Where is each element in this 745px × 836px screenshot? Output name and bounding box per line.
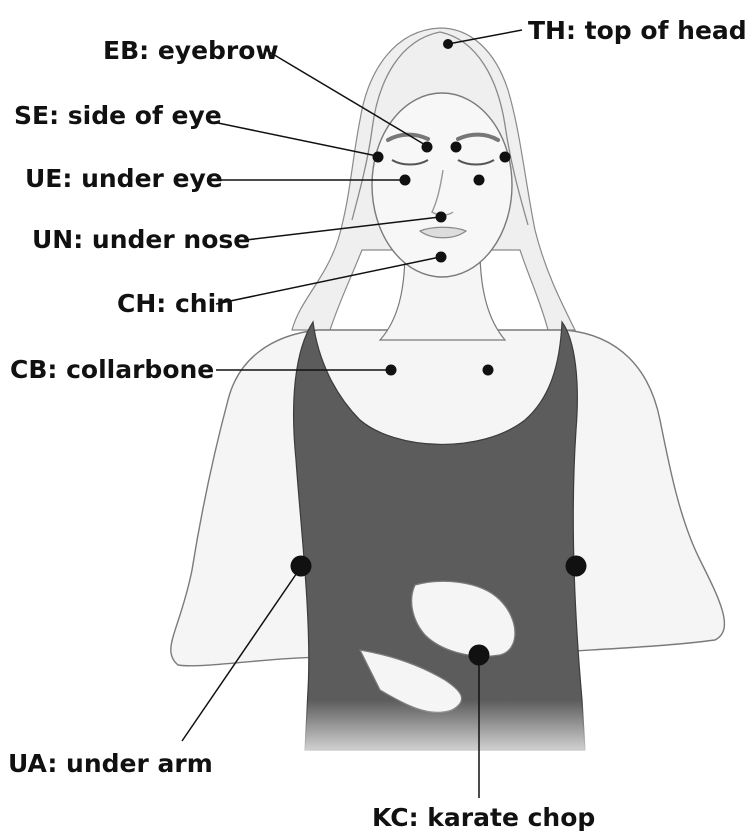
dot-ue-left (400, 175, 411, 186)
label-under-eye: UE: under eye (25, 164, 223, 194)
dot-eb-right (451, 142, 462, 153)
label-chin: CH: chin (117, 289, 234, 319)
face-shape (372, 93, 512, 277)
label-under-nose: UN: under nose (32, 225, 250, 255)
label-eyebrow: EB: eyebrow (103, 36, 279, 66)
leader-line-se (218, 123, 377, 156)
dot-un (436, 212, 447, 223)
dot-kc (469, 645, 490, 666)
label-collarbone: CB: collarbone (10, 355, 214, 385)
label-under-arm: UA: under arm (8, 749, 213, 779)
label-karate-chop: KC: karate chop (372, 803, 595, 833)
dot-ua-right (566, 556, 587, 577)
dot-se-left (373, 152, 384, 163)
dot-cb-right (483, 365, 494, 376)
bottom-fade (150, 700, 745, 770)
dot-eb-left (422, 142, 433, 153)
dot-cb-left (386, 365, 397, 376)
dot-ua-left (291, 556, 312, 577)
dot-th (443, 39, 453, 49)
dot-se-right (500, 152, 511, 163)
dot-ue-right (474, 175, 485, 186)
dot-ch (436, 252, 447, 263)
label-top-of-head: TH: top of head (528, 16, 745, 46)
label-side-of-eye: SE: side of eye (14, 101, 222, 131)
